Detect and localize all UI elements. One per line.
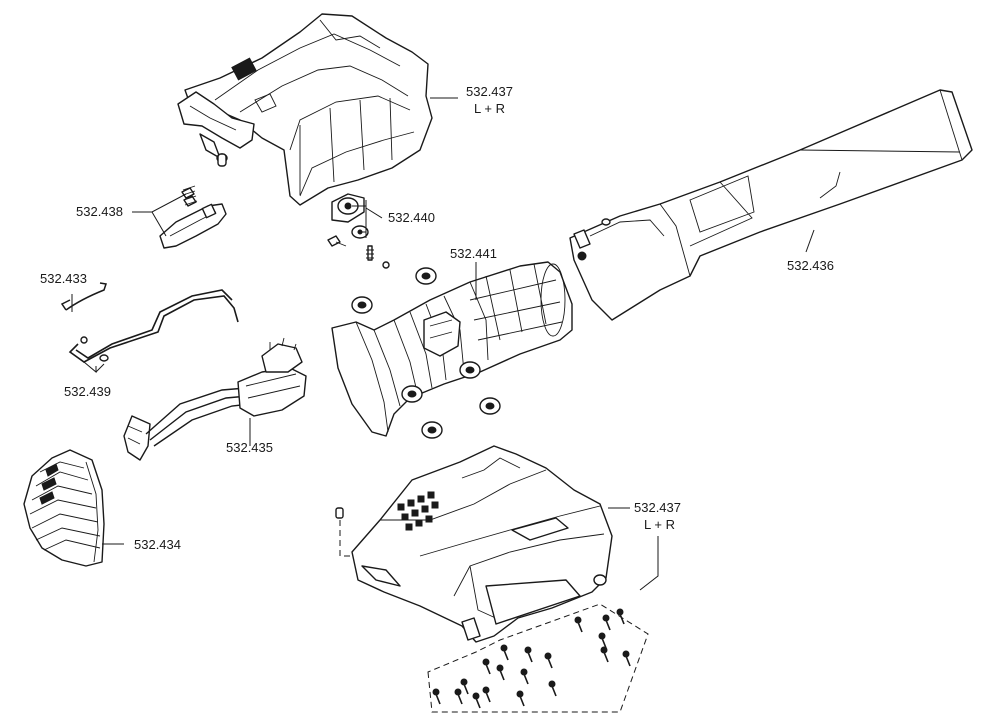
spring-clip [60,282,107,311]
screw-kit [427,603,649,713]
callout-motor-mount: 532.440 [388,210,435,225]
grip-texture [397,491,439,531]
callout-housing-bottom-sub: L + R [644,517,675,532]
callout-trigger: 532.438 [76,204,123,219]
end-cap [23,449,105,567]
callout-wiring-harness: 532.435 [226,440,273,455]
bottom-housing-half: FLEX [351,445,613,643]
housing-screw [335,507,344,519]
callout-switch-wire: 532.439 [64,384,111,399]
blower-nozzle [569,89,973,321]
callout-housing-top-number: 532.437 [466,84,513,99]
callout-labels: 532.437 L + R 532.438 532.440 532.441 53… [40,84,834,552]
top-housing-half [177,13,433,206]
motor-mount-parts [327,193,390,269]
screws [432,608,631,709]
callout-fan-tube: 532.441 [450,246,497,261]
switch-wire [68,289,239,363]
callout-housing-top-sub: L + R [474,101,505,116]
housing-pin [216,153,228,167]
wiring-harness [123,337,307,461]
callout-nozzle: 532.436 [787,258,834,273]
leader-lines [71,97,815,591]
fan-tube-assembly [331,261,573,437]
callout-end-cap: 532.434 [134,537,181,552]
bearings [351,267,501,439]
trigger-assembly [159,185,227,249]
callout-housing-bottom-number: 532.437 [634,500,681,515]
screw-alignment-line [339,520,354,557]
callout-spring-clip: 532.433 [40,271,87,286]
